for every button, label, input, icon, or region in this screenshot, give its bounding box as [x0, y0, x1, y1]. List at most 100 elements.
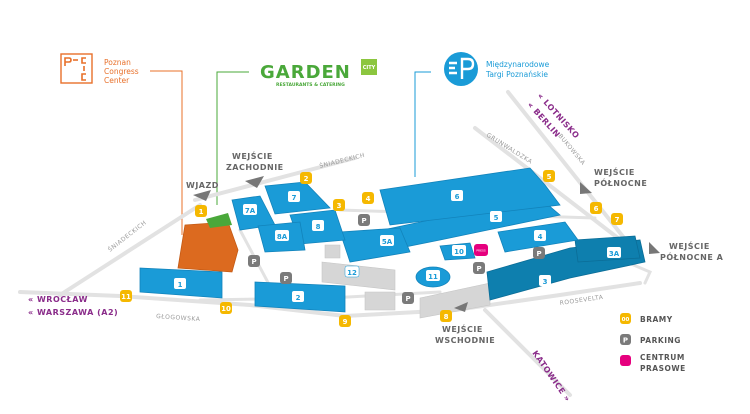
entrance-wjazd: WJAZD [186, 181, 219, 190]
garden-badge-box [361, 59, 377, 75]
parking-marker[interactable]: P [280, 272, 292, 284]
street-sniadeckich-left: ŚNIADECKICH [107, 219, 148, 253]
legend-press-2: PRASOWE [640, 364, 686, 373]
mtp-logo[interactable]: Międzynarodowe Targi Poznańskie [444, 52, 550, 86]
gate-marker[interactable]: 8 [440, 310, 452, 322]
hall-label: 4 [538, 233, 543, 241]
parking-marker[interactable]: P [248, 255, 260, 267]
gate-label: 8 [444, 313, 449, 321]
gate-label: 10 [221, 305, 231, 313]
parking-label: P [476, 265, 481, 273]
legend-parking: PARKING [640, 336, 681, 345]
garden-city-building[interactable] [206, 213, 232, 228]
gate-label: 6 [594, 205, 599, 213]
street-sniadeckich-top: ŚNIADECKICH [319, 152, 366, 170]
pcc-line3: Center [104, 76, 130, 85]
entrance-north-1: WEJŚCIE [594, 166, 635, 177]
gate-marker[interactable]: 11 [120, 290, 132, 302]
hall-label: 5A [382, 238, 393, 246]
garden-badge: CITY [363, 65, 376, 71]
gate-legend-icon-label: 00 [622, 317, 630, 323]
hall-label: 5 [494, 214, 499, 222]
hall-labels: 1 2 3 3A 4 5 5A 6 7 7A 8 8A 10 11 12 [174, 190, 621, 302]
entrance-arrow-icon [193, 190, 211, 201]
press-legend-icon [620, 355, 631, 366]
direction-wroclaw: « WROCŁAW [28, 295, 88, 304]
direction-katowice: KATOWICE » [530, 349, 572, 403]
hall-label: 8 [316, 223, 321, 231]
hall-label: 7A [245, 207, 256, 215]
mtp-line2: Targi Poznańskie [485, 70, 548, 79]
gate-marker[interactable]: 7 [611, 213, 623, 225]
gate-marker[interactable]: 9 [339, 315, 351, 327]
mtp-logo-mark [449, 57, 475, 79]
pcc-line1: Poznan [104, 58, 131, 67]
press-center-marker[interactable]: PRESS [474, 244, 488, 256]
parking-label: P [283, 275, 288, 283]
gate-marker[interactable]: 3 [333, 199, 345, 211]
gate-marker[interactable]: 2 [300, 172, 312, 184]
legend: 00 BRAMY P PARKING CENTRUM PRASOWE [620, 313, 686, 373]
garden-leader-line [216, 71, 249, 205]
parking-marker[interactable]: P [533, 247, 545, 259]
gate-marker[interactable]: 1 [195, 205, 207, 217]
hall-label: 8A [277, 233, 288, 241]
entrance-arrow-icon [649, 242, 660, 254]
hall-label: 1 [178, 281, 183, 289]
parking-label: P [405, 295, 410, 303]
garden-tagline: RESTAURANTS & CATERING [276, 82, 345, 88]
pcc-line2: Congress [104, 67, 139, 76]
parking-legend-icon [620, 334, 631, 345]
hall-6-building[interactable] [379, 167, 561, 226]
street-bukowska: BUKOWSKA [556, 133, 586, 167]
entrance-north-a-2: PÓŁNOCNE A [660, 251, 724, 262]
mtp-leader-line [414, 71, 431, 177]
entrances: WJAZD WEJŚCIE ZACHODNIE WEJŚCIE PÓŁNOCNE… [186, 150, 724, 345]
direction-warszawa: « WARSZAWA (A2) [28, 308, 118, 317]
gate-marker[interactable]: 10 [220, 302, 232, 314]
legend-press-1: CENTRUM [640, 353, 685, 362]
hall-label: 3A [609, 250, 620, 258]
gate-label: 1 [199, 208, 204, 216]
entrance-arrow-icon [580, 182, 592, 194]
pcc-logo-frame [60, 53, 93, 84]
gate-marker[interactable]: 6 [590, 202, 602, 214]
parking-label: P [251, 258, 256, 266]
gate-label: 5 [547, 173, 552, 181]
street-glogowska: GŁOGOWSKA [156, 313, 201, 323]
parking-marker[interactable]: P [358, 214, 370, 226]
pcc-leader-line [150, 70, 183, 235]
entrance-east-1: WEJŚCIE [442, 323, 483, 334]
gate-marker[interactable]: 5 [543, 170, 555, 182]
gate-legend-icon [620, 313, 631, 324]
pcc-logo[interactable]: Poznan Congress Center [60, 53, 139, 85]
parking-label: P [361, 217, 366, 225]
entrance-east-2: WSCHODNIE [435, 336, 495, 345]
gate-label: 9 [343, 318, 348, 326]
entrance-west-2: ZACHODNIE [226, 163, 284, 172]
garden-city-logo[interactable]: GARDEN CITY RESTAURANTS & CATERING [260, 59, 377, 88]
hall-5a-building[interactable] [339, 227, 411, 263]
hall-label: 3 [543, 278, 548, 286]
hall-label: 10 [454, 248, 464, 256]
entrance-arrow-icon [245, 176, 264, 188]
gate-label: 3 [337, 202, 342, 210]
garden-name: GARDEN [260, 62, 351, 83]
entrance-west-1: WEJŚCIE [232, 150, 273, 161]
pcc-building[interactable] [177, 221, 239, 273]
parking-marker[interactable]: P [473, 262, 485, 274]
parking-marker[interactable]: P [402, 292, 414, 304]
parking-label: P [536, 250, 541, 258]
gate-label: 7 [615, 216, 620, 224]
press-label: PRESS [476, 249, 486, 253]
parking-legend-icon-label: P [623, 337, 628, 345]
mtp-line1: Międzynarodowe [486, 60, 550, 69]
entrance-north-a-1: WEJŚCIE [669, 240, 710, 251]
entrance-north-2: PÓŁNOCNE [594, 177, 647, 188]
gate-label: 4 [366, 195, 371, 203]
parking-markers: P P P P P P [248, 214, 545, 304]
hall-label: 2 [296, 294, 301, 302]
gate-label: 11 [121, 293, 131, 301]
gate-marker[interactable]: 4 [362, 192, 374, 204]
gates: 1 2 3 4 5 6 7 8 9 10 11 [120, 170, 623, 327]
